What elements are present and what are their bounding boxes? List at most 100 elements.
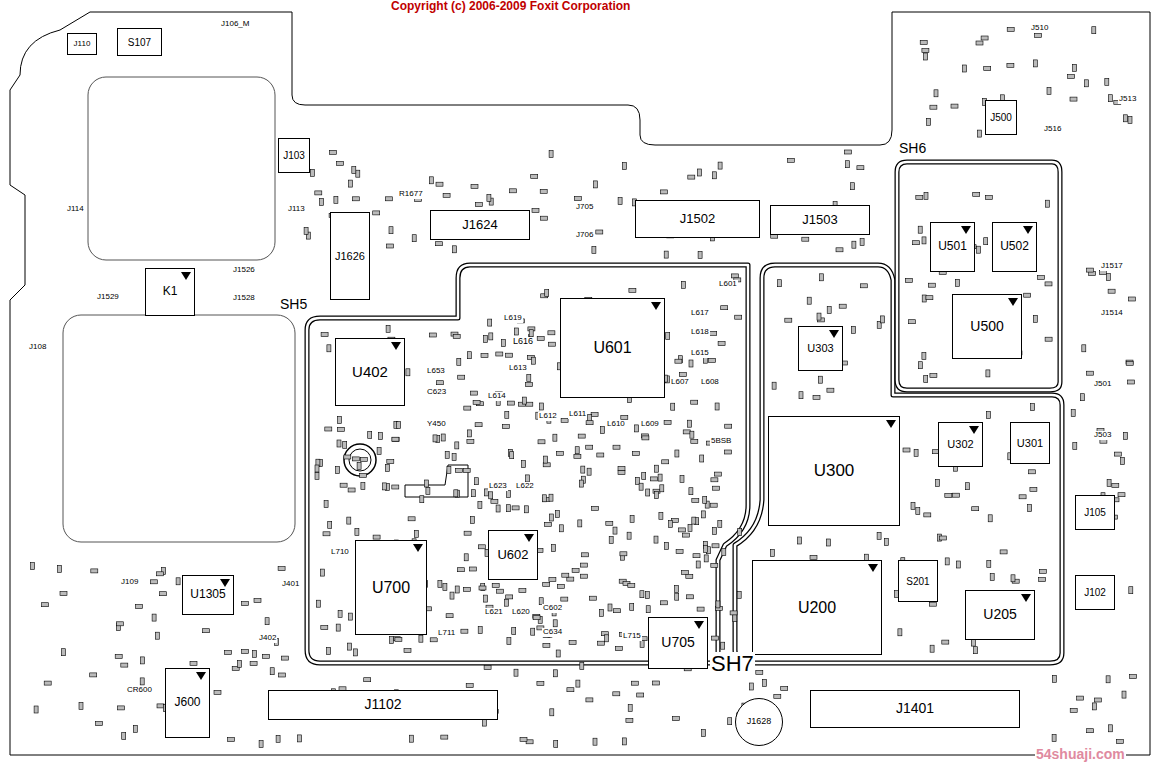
component-pad [680, 475, 684, 482]
component-pad [466, 684, 473, 688]
component-pad [735, 315, 742, 319]
component-pad [618, 471, 625, 475]
component-pad [903, 448, 910, 452]
component-pad [631, 681, 638, 685]
component-pad [977, 246, 981, 253]
reference-label: L715 [622, 632, 642, 641]
part-designator: J1626 [335, 250, 365, 262]
component-pad [567, 577, 574, 581]
shield-outline [307, 265, 748, 663]
component-pad [627, 532, 631, 539]
component-pad [262, 654, 269, 658]
part-designator: U601 [593, 339, 631, 357]
component-pad [913, 241, 920, 245]
component-pad [550, 709, 554, 716]
component-pad [700, 455, 704, 462]
component-pad [646, 606, 650, 613]
component-pad [936, 480, 940, 487]
component-pad [621, 415, 628, 419]
component-pad [1045, 337, 1052, 341]
component-pad [481, 354, 488, 358]
component-pad [1038, 276, 1045, 280]
component-pad [802, 237, 809, 241]
component-pad [1123, 115, 1127, 122]
component-pad [482, 719, 486, 726]
component-pad [671, 403, 675, 410]
component-pad [827, 307, 831, 314]
component-pad [608, 604, 612, 611]
component-pad [510, 189, 517, 193]
component-pad [436, 381, 443, 385]
component-pad [692, 499, 699, 503]
component-pad [713, 486, 720, 490]
component-pad [214, 690, 221, 694]
reference-label: Y450 [426, 420, 447, 429]
part-designator: J1401 [896, 701, 934, 716]
component-pad [529, 330, 533, 337]
component-pad [701, 511, 705, 518]
component-pad [336, 467, 340, 474]
component-pad [526, 402, 533, 406]
component-pad [548, 342, 555, 346]
component-pad [580, 563, 587, 567]
component-pad [315, 191, 322, 195]
component-pad [1087, 268, 1094, 272]
component-pad [817, 313, 821, 320]
component-pad [471, 490, 475, 497]
component-pad [1116, 740, 1123, 744]
component-pad [484, 335, 488, 342]
part-designator: U200 [798, 599, 836, 617]
part-designator: U205 [983, 607, 1016, 622]
component-pad [419, 635, 423, 642]
component-pad [426, 487, 430, 494]
component-pad [884, 538, 888, 545]
component-pad [392, 438, 399, 442]
component-pad [514, 328, 518, 335]
component-pad [441, 434, 445, 441]
component-pad [1000, 550, 1007, 554]
reference-label: J114 [66, 205, 85, 214]
component-outline: J500 [985, 100, 1017, 135]
component-pad [930, 105, 937, 109]
component-pad [360, 473, 367, 477]
component-pad [496, 352, 503, 356]
component-pad [675, 450, 679, 457]
component-pad [352, 457, 359, 461]
component-pad [844, 150, 851, 154]
component-pad [1082, 345, 1086, 352]
component-pad [601, 427, 605, 434]
component-pad [343, 441, 347, 448]
reference-label: J1529 [96, 293, 120, 302]
component-pad [361, 483, 365, 490]
component-pad [545, 522, 552, 526]
component-pad [1028, 505, 1032, 512]
component-pad [660, 601, 667, 605]
component-pad [777, 280, 781, 287]
component-pad [454, 490, 458, 497]
pin1-marker [969, 426, 979, 434]
component-pad [725, 424, 732, 428]
component-pad [387, 244, 394, 248]
part-designator: J1503 [802, 213, 837, 227]
part-designator: J1624 [462, 218, 497, 232]
component-pad [713, 528, 717, 535]
component-pad [956, 279, 960, 286]
reference-label: L653 [426, 367, 446, 376]
part-designator: U501 [938, 240, 967, 253]
component-pad [505, 599, 509, 606]
part-designator: U303 [807, 342, 833, 354]
component-pad [702, 730, 706, 737]
component-pad [457, 568, 464, 572]
component-pad [692, 517, 696, 524]
component-pad [1128, 297, 1135, 301]
component-pad [44, 681, 51, 685]
component-pad [526, 475, 530, 482]
component-pad [730, 611, 737, 615]
component-pad [492, 583, 499, 587]
component-pad [1047, 87, 1051, 94]
reference-label: SH6 [898, 141, 927, 156]
component-pad [526, 383, 533, 387]
component-pad [242, 602, 249, 606]
component-pad [1011, 575, 1015, 582]
component-pad [666, 332, 670, 339]
